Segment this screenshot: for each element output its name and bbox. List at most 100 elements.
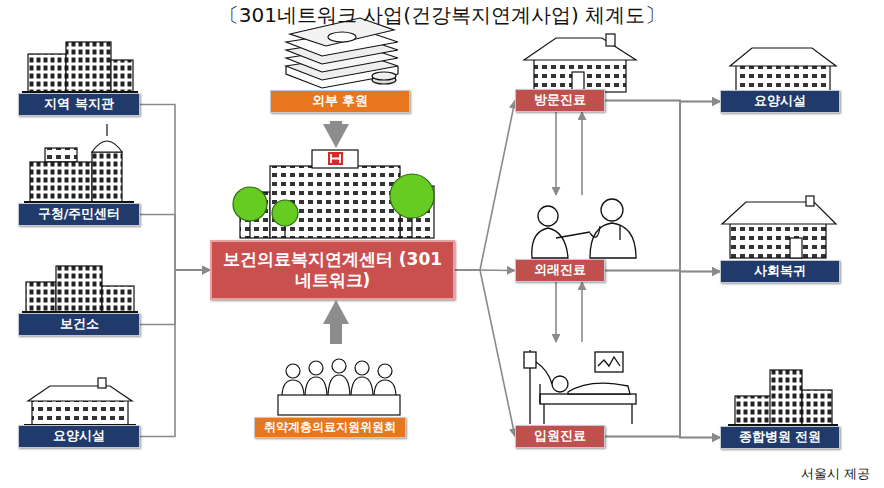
node-label: 지역 복지관 — [18, 93, 140, 116]
committee-icon — [282, 380, 304, 395]
connector-arrow — [605, 272, 720, 437]
node-label: 방문진료 — [515, 89, 605, 112]
general-hospital-icon — [728, 370, 838, 425]
node-label: 취약계층의료지원위원회 — [254, 417, 406, 438]
node-label: 종합병원 전원 — [720, 426, 840, 449]
care-facility-icon — [28, 386, 132, 401]
connector-arrow — [555, 282, 557, 342]
welfare-center-icon — [22, 42, 138, 92]
connector-arrow — [605, 102, 720, 437]
connector-arrow — [140, 270, 210, 437]
money-icon — [286, 66, 398, 88]
network-node: 보건소 — [18, 313, 140, 336]
committee-icon — [378, 364, 392, 378]
money-icon — [372, 72, 396, 80]
node-label: 보건소 — [18, 313, 140, 336]
hospital-icon — [270, 166, 400, 238]
care-facility-icon — [98, 378, 106, 388]
committee-icon — [355, 361, 369, 375]
node-text: 방문진료 — [534, 92, 586, 108]
source-caption: 서울시 제공 — [801, 465, 870, 483]
outpatient-icon — [538, 206, 558, 226]
hospital-icon — [233, 150, 434, 238]
committee-icon — [332, 359, 346, 373]
home-return-icon — [806, 196, 814, 206]
committee-icon — [278, 395, 400, 415]
house-visit-icon — [534, 58, 626, 92]
connector-arrow — [140, 105, 210, 271]
welfare-center-icon — [28, 54, 66, 92]
health-center-icon — [102, 286, 134, 312]
home-return-icon — [722, 196, 836, 258]
district-office-icon — [30, 162, 92, 202]
committee-icon — [286, 364, 300, 378]
hospital-icon — [390, 174, 434, 218]
inpatient-icon — [540, 394, 636, 404]
home-return-icon — [790, 238, 802, 258]
node-text: 입원진료 — [534, 428, 586, 444]
committee-icon — [374, 380, 396, 395]
inpatient-icon — [524, 352, 536, 368]
node-label: 구청/주민센터 — [18, 203, 140, 226]
connector-arrow — [605, 271, 720, 438]
node-text: 요양시설 — [53, 428, 105, 444]
care-facility-icon — [726, 48, 840, 91]
general-hospital-icon — [735, 396, 773, 425]
committee-icon — [328, 375, 350, 395]
outpatient-icon — [619, 226, 620, 240]
district-office-icon — [45, 148, 77, 162]
home-return-icon — [722, 202, 836, 224]
node-label: 보건의료복지연계센터 (301 네트워크) — [210, 240, 455, 300]
general-hospital-icon — [802, 390, 832, 425]
care-facility-icon — [730, 48, 836, 66]
connector-arrow — [605, 101, 720, 272]
node-label: 입원진료 — [515, 425, 605, 448]
node-text: 외부 후원 — [312, 93, 369, 109]
node-text: 지역 복지관 — [44, 96, 114, 112]
network-node: 구청/주민센터 — [18, 203, 140, 226]
hospital-icon — [328, 152, 343, 165]
network-node: 외래진료 — [515, 195, 605, 282]
committee-icon — [351, 377, 373, 395]
money-icon — [328, 32, 356, 42]
node-text: 종합병원 전원 — [739, 429, 822, 445]
inpatient-icon — [539, 384, 540, 404]
outpatient-icon — [590, 226, 600, 237]
node-text: 보건소 — [60, 316, 99, 332]
node-text: 구청/주민센터 — [38, 206, 121, 222]
diagram-title: 〔301네트워크 사업(건강복지연계사업) 체계도〕 — [0, 2, 884, 29]
network-node: 보건의료복지연계센터 (301 네트워크) — [210, 148, 455, 300]
committee-icon — [309, 361, 323, 375]
welfare-center-icon — [111, 60, 133, 92]
outpatient-icon — [601, 199, 623, 221]
outpatient-icon — [532, 199, 636, 258]
inpatient-icon — [543, 404, 544, 424]
node-label: 외부 후원 — [270, 90, 410, 113]
house-visit-icon — [524, 34, 636, 92]
node-text: 취약계층의료지원위원회 — [264, 420, 396, 434]
district-office-icon — [92, 141, 122, 152]
node-text: 사회복귀 — [754, 263, 806, 279]
inpatient-icon — [524, 350, 636, 424]
network-node: 종합병원 전원 — [720, 426, 840, 449]
inpatient-icon — [568, 383, 630, 394]
connector-arrow — [581, 112, 583, 195]
connector-arrow — [581, 282, 583, 342]
node-text: 외래진료 — [534, 262, 586, 278]
connector-arrow — [140, 215, 210, 271]
hospital-icon — [312, 150, 358, 168]
inpatient-icon — [536, 362, 552, 384]
care-facility-icon — [736, 64, 830, 91]
network-node: 외부 후원 — [270, 90, 410, 113]
welfare-center-icon — [66, 42, 111, 92]
network-node: 요양시설 — [18, 425, 140, 448]
outpatient-icon — [556, 232, 590, 238]
network-node: 입원진료 — [515, 342, 605, 448]
node-label: 외래진료 — [515, 259, 605, 282]
connector-arrow — [455, 270, 515, 437]
hospital-icon — [272, 200, 298, 226]
node-label: 사회복귀 — [720, 260, 840, 283]
node-label: 요양시설 — [18, 425, 140, 448]
network-node: 취약계층의료지원위원회 — [254, 352, 406, 438]
